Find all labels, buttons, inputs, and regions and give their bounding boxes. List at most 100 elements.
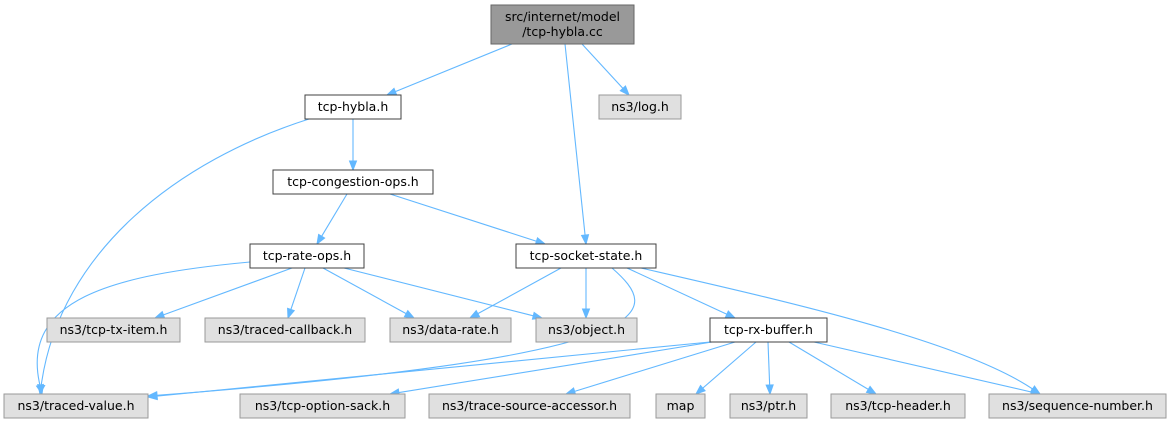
edge-line bbox=[767, 341, 771, 386]
node-label: ns3/data-rate.h bbox=[402, 322, 499, 337]
node-data-rate-h: ns3/data-rate.h bbox=[389, 317, 512, 343]
node-box bbox=[490, 4, 635, 45]
node-box bbox=[830, 393, 966, 419]
node-trace-source-accessor-h: ns3/trace-source-accessor.h bbox=[428, 393, 631, 419]
node-tcp-hybla-h[interactable]: tcp-hybla.h bbox=[304, 94, 402, 120]
edge-line bbox=[290, 267, 306, 310]
node-label: ns3/ptr.h bbox=[741, 398, 796, 413]
node-label: map bbox=[667, 398, 695, 413]
edge-tcp-rx-buffer-h-to-traced-value-h bbox=[146, 341, 711, 401]
node-map: map bbox=[655, 393, 706, 419]
edge-tcp-rx-buffer-h-to-tcp-header-h bbox=[788, 341, 878, 395]
node-label: ns3/log.h bbox=[611, 99, 669, 114]
edge-line bbox=[389, 193, 537, 242]
edge-tcp-hybla-h-to-tcp-congestion-ops-h bbox=[348, 119, 358, 172]
edge-line bbox=[788, 341, 869, 390]
edge-line bbox=[163, 267, 293, 316]
edge-line bbox=[581, 43, 624, 89]
arrowhead bbox=[403, 309, 416, 319]
edge-tcp-rate-ops-h-to-data-rate-h bbox=[322, 267, 416, 319]
edge-line bbox=[640, 267, 1033, 390]
arrowhead bbox=[153, 310, 166, 319]
edge-line bbox=[156, 341, 711, 397]
node-label: tcp-congestion-ops.h bbox=[287, 174, 418, 189]
node-box bbox=[598, 94, 682, 120]
node-tcp-option-sack-h: ns3/tcp-option-sack.h bbox=[239, 393, 406, 419]
edge-tcp-socket-state-h-to-object-h bbox=[581, 268, 591, 320]
node-tcp-rate-ops-h[interactable]: tcp-rate-ops.h bbox=[249, 243, 365, 269]
edge-line bbox=[321, 193, 348, 237]
edge-line bbox=[702, 341, 757, 389]
node-box bbox=[239, 393, 406, 419]
node-label: ns3/tcp-header.h bbox=[845, 398, 951, 413]
node-label: ns3/trace-source-accessor.h bbox=[442, 398, 617, 413]
node-tcp-socket-state-h[interactable]: tcp-socket-state.h bbox=[515, 243, 657, 269]
node-tcp-header-h: ns3/tcp-header.h bbox=[830, 393, 966, 419]
node-label: tcp-rx-buffer.h bbox=[724, 322, 813, 337]
edge-tcp-socket-state-h-to-tcp-rx-buffer-h bbox=[626, 267, 737, 319]
edge-tcp-rate-ops-h-to-traced-value-h bbox=[35, 261, 251, 396]
node-box bbox=[428, 393, 631, 419]
node-log-h: ns3/log.h bbox=[598, 94, 682, 120]
node-box bbox=[535, 317, 638, 343]
node-label: ns3/object.h bbox=[548, 322, 625, 337]
edge-root-to-tcp-socket-state-h bbox=[564, 43, 590, 246]
node-label: tcp-rate-ops.h bbox=[263, 248, 351, 263]
edge-line bbox=[626, 267, 728, 315]
node-box bbox=[3, 393, 149, 419]
node-box bbox=[988, 393, 1167, 419]
arrowhead bbox=[468, 309, 481, 319]
node-tcp-rx-buffer-h[interactable]: tcp-rx-buffer.h bbox=[709, 317, 828, 343]
edge-tcp-rx-buffer-h-to-ptr-h bbox=[765, 341, 774, 396]
edge-tcp-rate-ops-h-to-tcp-tx-item-h bbox=[153, 267, 293, 319]
edge-root-to-log-h bbox=[581, 43, 630, 97]
arrowhead bbox=[694, 384, 706, 395]
edge-tcp-congestion-ops-h-to-tcp-socket-state-h bbox=[389, 193, 547, 246]
arrowhead bbox=[35, 383, 44, 396]
edge-line bbox=[322, 267, 407, 315]
node-box bbox=[655, 393, 706, 419]
edge-line bbox=[477, 267, 562, 315]
arrowhead bbox=[865, 385, 878, 395]
node-label: tcp-socket-state.h bbox=[530, 248, 643, 263]
arrowhead bbox=[619, 85, 630, 97]
node-tcp-tx-item-h: ns3/tcp-tx-item.h bbox=[46, 317, 181, 343]
node-traced-value-h: ns3/traced-value.h bbox=[3, 393, 149, 419]
node-label: ns3/traced-value.h bbox=[17, 398, 134, 413]
node-sequence-number-h: ns3/sequence-number.h bbox=[988, 393, 1167, 419]
arrowhead bbox=[581, 308, 591, 320]
arrowhead bbox=[348, 160, 358, 172]
edge-tcp-rx-buffer-h-to-trace-source-accessor-h bbox=[564, 341, 736, 396]
edge-tcp-rx-buffer-h-to-map bbox=[694, 341, 757, 395]
arrowhead bbox=[287, 307, 296, 320]
edge-line bbox=[813, 341, 1032, 393]
node-object-h: ns3/object.h bbox=[535, 317, 638, 343]
node-label: ns3/tcp-option-sack.h bbox=[255, 398, 390, 413]
node-root[interactable]: src/internet/model/tcp-hybla.cc bbox=[490, 4, 635, 45]
edge-line bbox=[36, 261, 251, 386]
edge-tcp-rate-ops-h-to-traced-callback-h bbox=[287, 267, 306, 320]
edge-tcp-rate-ops-h-to-object-h bbox=[343, 267, 544, 320]
node-box bbox=[249, 243, 365, 269]
edge-line bbox=[574, 341, 736, 392]
node-label: ns3/traced-callback.h bbox=[218, 322, 352, 337]
node-label: src/internet/model bbox=[505, 9, 620, 24]
edge-line bbox=[564, 43, 586, 236]
edge-line bbox=[398, 341, 713, 394]
node-box bbox=[272, 169, 434, 195]
edge-line bbox=[343, 267, 534, 317]
node-traced-callback-h: ns3/traced-callback.h bbox=[204, 317, 366, 343]
node-box bbox=[204, 317, 366, 343]
arrowhead bbox=[724, 310, 737, 319]
node-box bbox=[389, 317, 512, 343]
node-tcp-congestion-ops-h[interactable]: tcp-congestion-ops.h bbox=[272, 169, 434, 195]
arrowhead bbox=[316, 233, 326, 246]
node-label: /tcp-hybla.cc bbox=[522, 24, 603, 39]
arrowhead bbox=[765, 384, 774, 396]
node-ptr-h: ns3/ptr.h bbox=[729, 393, 808, 419]
edge-line bbox=[395, 43, 513, 93]
edge-tcp-socket-state-h-to-data-rate-h bbox=[468, 267, 562, 319]
node-label: ns3/sequence-number.h bbox=[1002, 398, 1153, 413]
node-box bbox=[709, 317, 828, 343]
